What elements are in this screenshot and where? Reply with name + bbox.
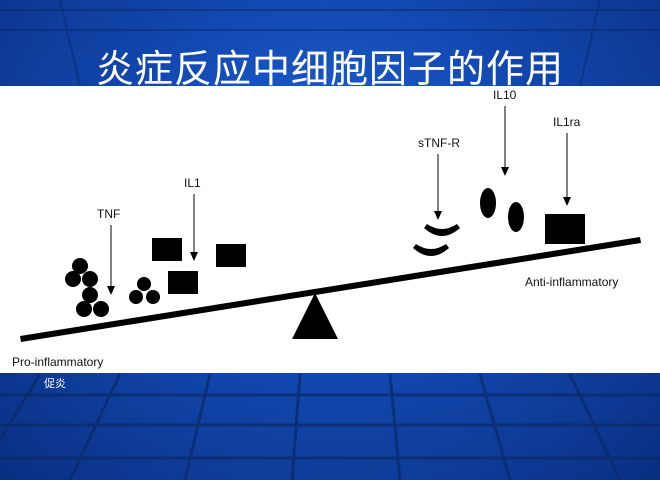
il10-oval-1 bbox=[480, 188, 496, 218]
il1-square-2 bbox=[168, 271, 198, 294]
pro-inflammatory-label: Pro-inflammatory bbox=[12, 355, 103, 369]
slide-title: 炎症反应中细胞因子的作用 bbox=[95, 47, 564, 91]
anti-inflammatory-label: Anti-inflammatory bbox=[525, 275, 618, 289]
tnf-arrow bbox=[107, 225, 115, 295]
il1ra-arrow bbox=[563, 133, 571, 206]
diagram-panel: TNF IL1 sTNF-R bbox=[0, 86, 660, 373]
il10-oval-2 bbox=[508, 202, 524, 232]
il1-square-1 bbox=[152, 238, 182, 261]
balance-beam bbox=[20, 237, 641, 342]
il1ra-label: IL1ra bbox=[553, 115, 581, 129]
cytokine-balance-diagram: TNF IL1 sTNF-R bbox=[12, 88, 641, 369]
stnfr-crescent-1 bbox=[424, 224, 460, 236]
il10-label: IL10 bbox=[493, 88, 517, 102]
pro-inflammatory-note: 促炎 bbox=[44, 377, 66, 390]
tnf-circle-cluster-small bbox=[129, 277, 160, 304]
tnf-circle-cluster-left bbox=[65, 258, 109, 317]
stnfr-arrow bbox=[434, 154, 442, 220]
stnfr-label: sTNF-R bbox=[418, 136, 460, 150]
il1ra-square bbox=[545, 214, 585, 244]
fulcrum-triangle bbox=[292, 293, 338, 339]
il1-square-3 bbox=[216, 244, 246, 267]
stnfr-crescent-2 bbox=[413, 244, 449, 256]
il1-label: IL1 bbox=[184, 176, 201, 190]
il1-arrow bbox=[190, 194, 198, 261]
il10-arrow bbox=[501, 106, 509, 176]
tnf-label: TNF bbox=[97, 207, 120, 221]
